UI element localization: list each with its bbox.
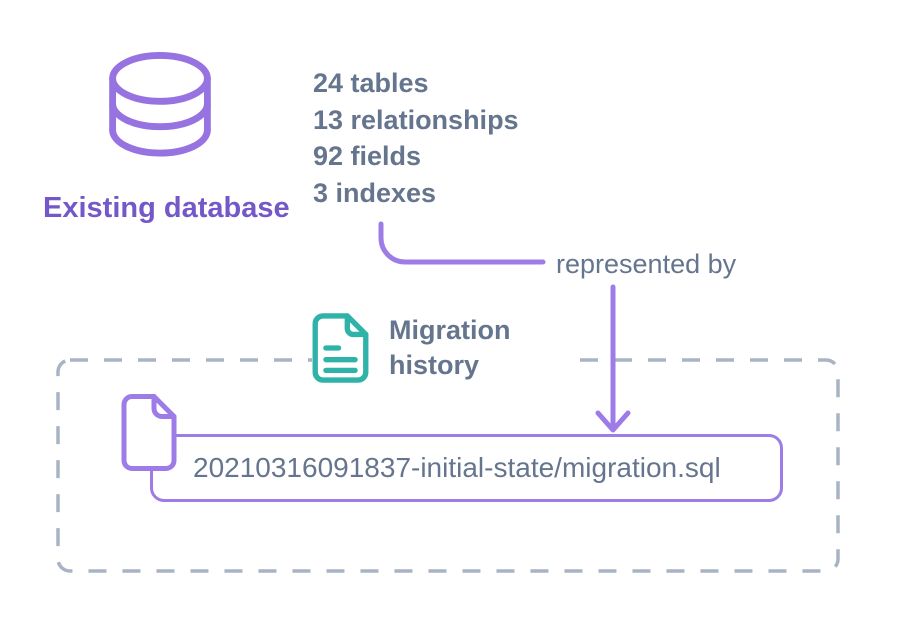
database-icon-wrap — [109, 52, 211, 184]
stat-indexes: 3 indexes — [313, 177, 437, 208]
migration-file-name: 20210316091837-initial-state/migration.s… — [193, 452, 721, 483]
migration-history-label: Migration history — [312, 308, 568, 388]
stat-fields: 92 fields — [313, 141, 422, 171]
stat-tables: 24 tables — [313, 68, 429, 98]
sql-file-icon-wrap — [121, 393, 177, 477]
migration-history-line2: history — [389, 350, 480, 380]
sql-file-icon — [121, 394, 177, 471]
migration-file-box: 20210316091837-initial-state/migration.s… — [150, 434, 783, 502]
database-icon — [109, 52, 211, 157]
stat-relationships: 13 relationships — [313, 104, 519, 135]
existing-database-label: Existing database — [43, 192, 290, 224]
database-stats: 24 tables 13 relationships 92 fields 3 i… — [313, 65, 519, 211]
migration-history-text: Migration history — [389, 313, 511, 383]
elbow-connector-line — [378, 221, 546, 265]
migration-history-doc-icon — [312, 313, 369, 383]
represented-by-label: represented by — [556, 249, 737, 279]
down-arrow-head-icon — [595, 410, 631, 433]
migration-history-line1: Migration — [389, 315, 511, 345]
